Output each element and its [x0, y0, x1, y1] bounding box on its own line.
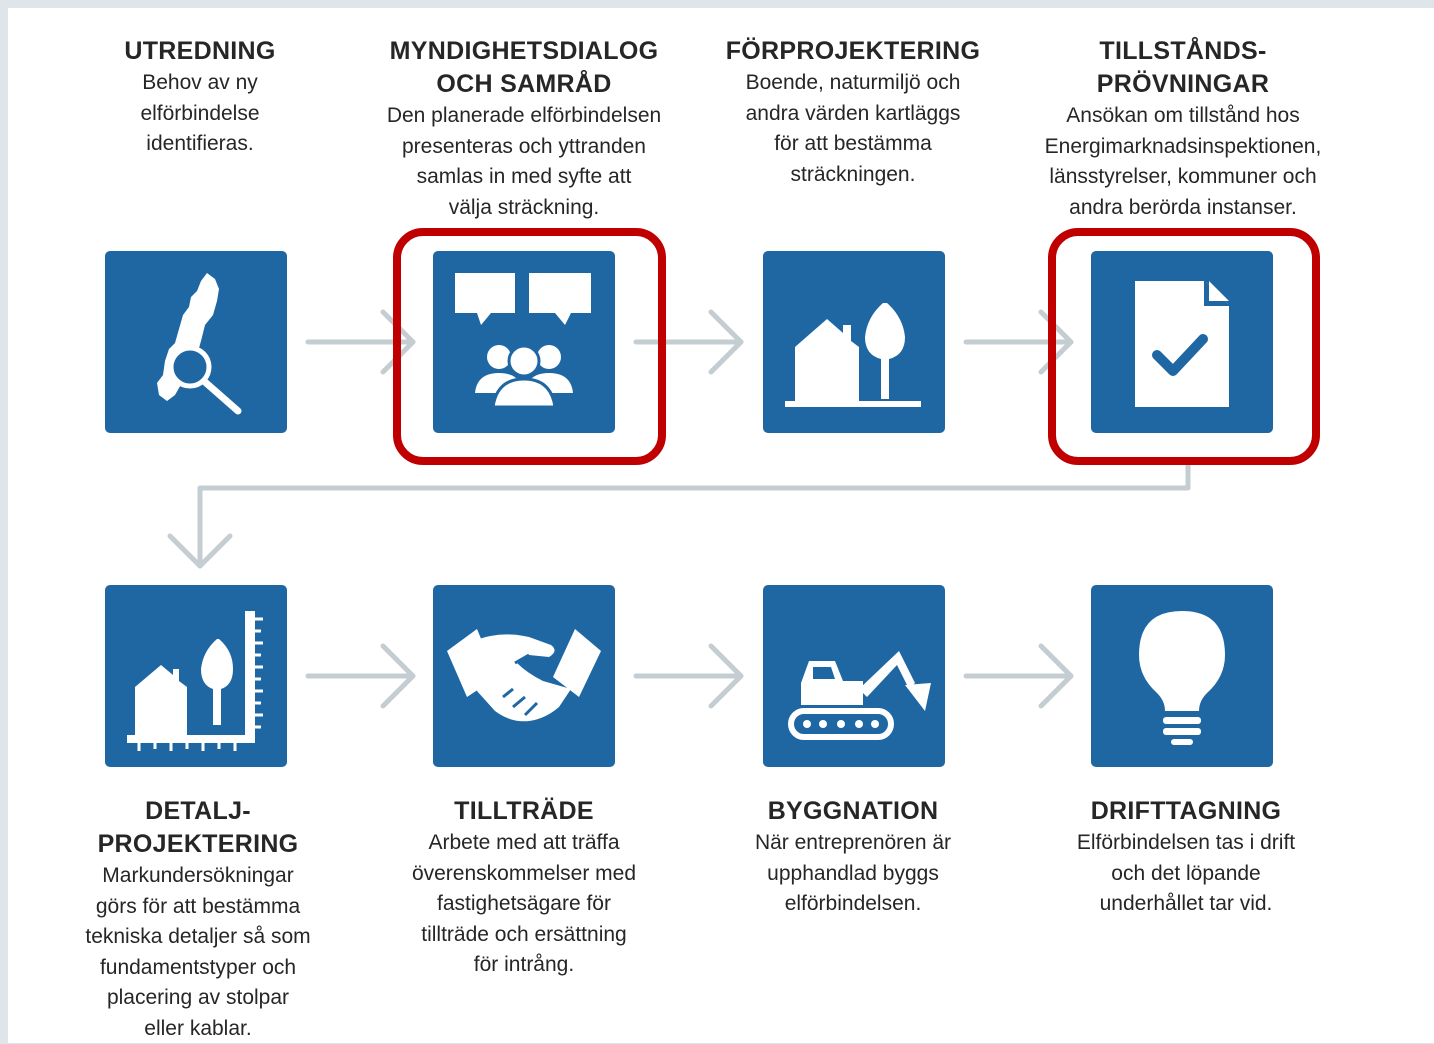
step-description: Markundersökningar görs för att bestämma…	[85, 864, 311, 1040]
step-4-text: TILLSTÅNDS- PRÖVNINGAR Ansökan om tillst…	[1013, 35, 1353, 223]
step-title: TILLSTÅNDS- PRÖVNINGAR	[1096, 37, 1270, 98]
step-description: Den planerade elförbindelsen presenteras…	[386, 104, 662, 219]
step-2-tile	[433, 251, 615, 433]
step-description: Behov av ny elförbindelse identifieras.	[140, 71, 260, 155]
step-description: Ansökan om tillstånd hos Energimarknadsi…	[1044, 104, 1322, 219]
handshake-icon	[447, 629, 601, 722]
step-description: Elförbindelsen tas i drift och det löpan…	[1076, 831, 1296, 915]
arrow-step7-to-step8	[963, 643, 1074, 709]
document-check-icon	[1135, 281, 1229, 407]
step-7-tile	[763, 585, 945, 767]
step-6-tile	[433, 585, 615, 767]
step-title: MYNDIGHETSDIALOG OCH SAMRÅD	[389, 37, 659, 98]
step-6-text: TILLTRÄDE Arbete med att träffa överensk…	[374, 795, 674, 981]
step-title: FÖRPROJEKTERING	[725, 37, 981, 65]
step-title: UTREDNING	[124, 37, 276, 65]
step-2-text: MYNDIGHETSDIALOG OCH SAMRÅD Den planerad…	[354, 35, 694, 223]
sweden-map-magnifier-icon	[157, 273, 242, 415]
arrow-step2-to-step3	[633, 309, 744, 375]
step-7-text: BYGGNATION När entreprenören är upphandl…	[703, 795, 1003, 920]
lightbulb-icon	[1139, 611, 1225, 745]
house-tree-icon	[785, 303, 921, 407]
speech-bubbles-people-icon	[455, 273, 591, 409]
step-5-tile	[105, 585, 287, 767]
step-8-text: DRIFTTAGNING Elförbindelsen tas i drift …	[1026, 795, 1346, 920]
highlight-box-step-4	[1048, 228, 1320, 465]
arrow-step6-to-step7	[633, 643, 744, 709]
step-5-text: DETALJ- PROJEKTERING Markundersökningar …	[48, 795, 348, 1044]
step-description: Boende, naturmiljö och andra värden kart…	[745, 71, 961, 186]
step-title: DRIFTTAGNING	[1090, 797, 1282, 825]
highlight-box-step-2	[393, 228, 666, 465]
step-description: Arbete med att träffa överenskommelser m…	[411, 831, 637, 976]
step-4-tile	[1091, 251, 1273, 433]
step-title: DETALJ- PROJEKTERING	[97, 797, 299, 858]
step-title: TILLTRÄDE	[454, 797, 594, 825]
step-8-tile	[1091, 585, 1273, 767]
step-description: När entreprenören är upphandlad byggs el…	[754, 831, 952, 915]
arrow-step5-to-step6	[305, 643, 416, 709]
step-title: BYGGNATION	[767, 797, 939, 825]
house-tree-ruler-icon	[127, 611, 263, 751]
step-1-text: UTREDNING Behov av ny elförbindelse iden…	[50, 35, 350, 160]
process-diagram: UTREDNING Behov av ny elförbindelse iden…	[8, 8, 1434, 1043]
arrow-row1-to-row2	[167, 460, 1191, 569]
step-3-text: FÖRPROJEKTERING Boende, naturmiljö och a…	[703, 35, 1003, 190]
step-1-tile	[105, 251, 287, 433]
excavator-icon	[788, 651, 931, 740]
step-3-tile	[763, 251, 945, 433]
